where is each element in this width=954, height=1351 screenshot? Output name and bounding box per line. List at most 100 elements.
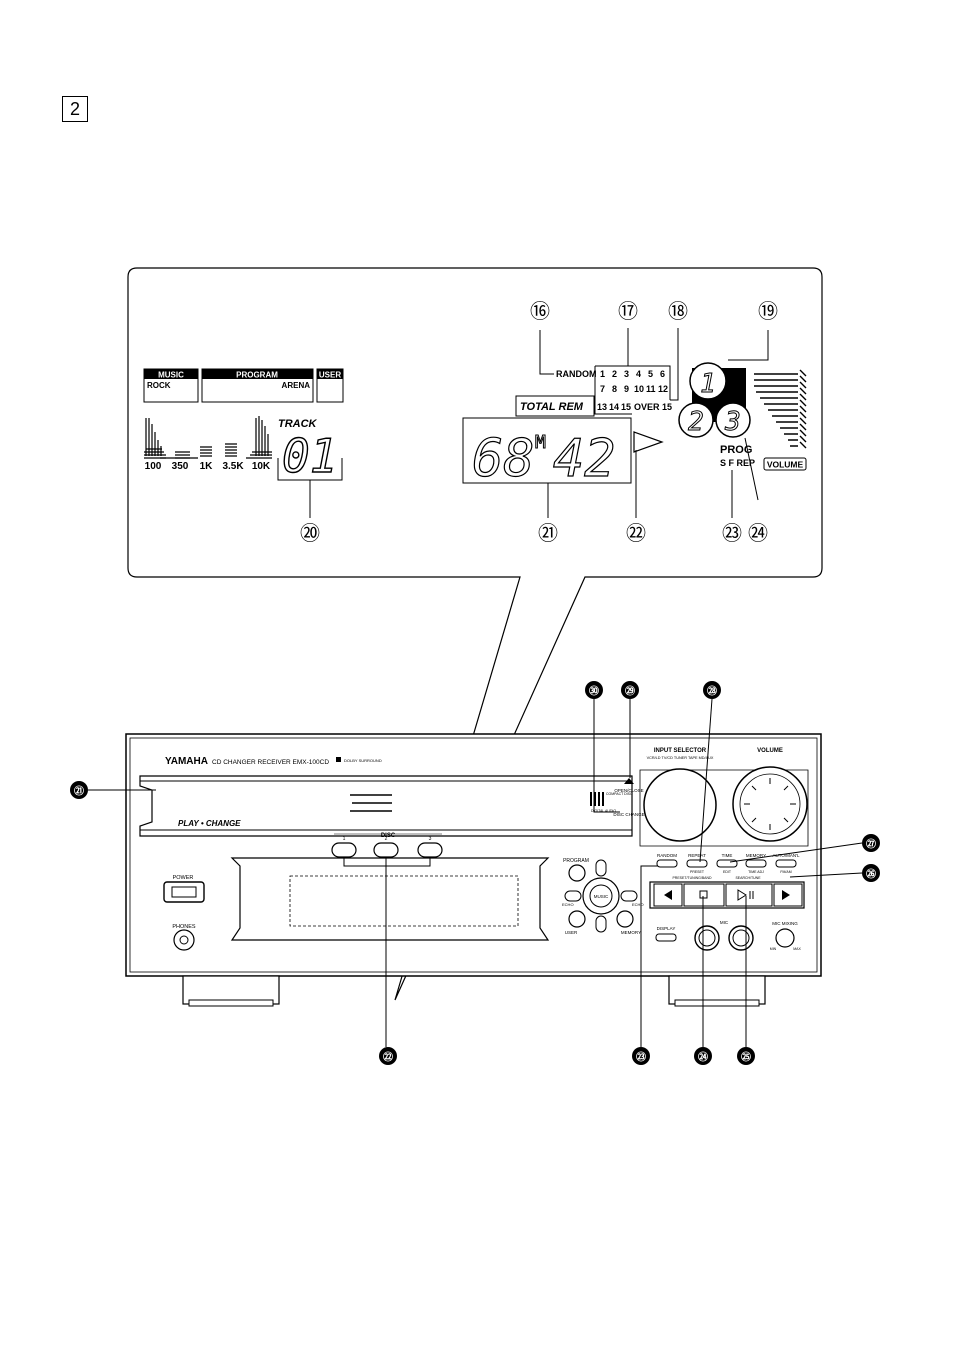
callout-18: ⑱ <box>668 300 688 323</box>
track-grid: 1 2 3 4 5 6 7 8 9 10 11 12 13 14 15 OVER… <box>597 369 672 412</box>
memory-button[interactable] <box>616 910 634 928</box>
auto-manual-button[interactable] <box>775 859 797 868</box>
page-number: 2 <box>62 96 88 122</box>
track-num-1: 1 <box>600 369 605 379</box>
display-button[interactable] <box>655 933 677 942</box>
eq-band-10k: 10K <box>252 461 271 472</box>
track-num-4: 4 <box>636 369 641 379</box>
volume-label: VOLUME <box>767 460 804 470</box>
unit-callouts: ㉑ ㉒ ㉓ ㉔ ㉕ ㉖ ㉗ ㉘ ㉙ ㉚ <box>70 681 880 1065</box>
open-close-label: OPEN/CLOSE <box>614 788 643 793</box>
input-selector-label: INPUT SELECTOR <box>654 748 707 754</box>
svg-text:AUTO/MAN'L: AUTO/MAN'L <box>772 853 800 858</box>
user-button[interactable] <box>568 910 586 928</box>
cd-logo: COMPACT DISC DIGITAL AUDIO <box>590 792 633 813</box>
memory-time-adj-button[interactable] <box>745 859 767 868</box>
power-button[interactable] <box>163 881 205 903</box>
time-digits-2: 42 <box>553 429 616 489</box>
sfrep-label: S F REP <box>720 458 755 468</box>
model-name: CD CHANGER RECEIVER EMX-100CD <box>212 759 329 766</box>
right-button[interactable] <box>620 890 638 902</box>
svg-text:PRESET: PRESET <box>690 870 705 874</box>
disc-3-digit: 3 <box>724 407 741 437</box>
callout-unit-26: ㉖ <box>866 868 876 881</box>
mic-label: MIC <box>720 920 729 925</box>
track-num-6: 6 <box>660 369 665 379</box>
prog-label: PROG <box>720 444 752 456</box>
svg-text:MAX: MAX <box>793 947 801 951</box>
track-num-3: 3 <box>624 369 629 379</box>
track-num-2: 2 <box>612 369 617 379</box>
volume-knob-label: VOLUME <box>757 748 783 754</box>
dolby-badge: DOLBY SURROUND <box>344 758 382 763</box>
svg-text:ECHO: ECHO <box>562 902 574 907</box>
svg-text:MEMORY: MEMORY <box>746 853 766 858</box>
disc-2-button[interactable] <box>373 842 399 858</box>
callout-16: ⑯ <box>530 300 550 323</box>
display-panel: MUSIC ROCK PROGRAM ARENA USER 100 350 1K… <box>127 267 823 1001</box>
disc-3-button[interactable] <box>417 842 443 858</box>
callout-24: ㉔ <box>748 522 768 545</box>
repeat-button[interactable] <box>686 859 708 868</box>
sound-field-group: MUSIC ROCK PROGRAM ARENA USER <box>143 368 344 403</box>
music-label: MUSIC <box>594 894 609 899</box>
callout-17: ⑰ <box>618 300 638 323</box>
callout-19: ⑲ <box>758 300 778 323</box>
disc-label: DISC <box>381 833 396 839</box>
eq-band-3-5k: 3.5K <box>222 461 244 472</box>
svg-text:2: 2 <box>385 836 388 842</box>
callout-unit-21: ㉑ <box>74 785 84 798</box>
eject-icon <box>624 778 634 784</box>
disc-1-button[interactable] <box>331 842 357 858</box>
volume-knob[interactable] <box>732 766 808 842</box>
eq-band-1k: 1K <box>200 461 214 472</box>
mic-mixing-knob[interactable] <box>775 928 795 948</box>
svg-text:1: 1 <box>343 836 346 842</box>
eq-bars <box>144 416 272 459</box>
callout-unit-23: ㉓ <box>636 1051 646 1064</box>
track-num-15: 15 <box>621 402 631 412</box>
cd-tray <box>139 775 633 837</box>
time-digits-1: 68 <box>472 429 535 489</box>
svg-text:SEARCH/TUNE: SEARCH/TUNE <box>735 876 761 880</box>
down-button[interactable] <box>595 915 607 933</box>
power-label: POWER <box>173 875 194 881</box>
random-button[interactable] <box>656 859 678 868</box>
rock-label: ROCK <box>147 381 171 390</box>
program-button-label: PROGRAM <box>563 858 589 864</box>
svg-text:REPEAT: REPEAT <box>688 853 706 858</box>
left-button[interactable] <box>564 890 582 902</box>
svg-text:ECHO: ECHO <box>632 902 644 907</box>
disc-indicator: 1 2 3 <box>678 362 751 438</box>
track-num-14: 14 <box>609 402 619 412</box>
svg-text:TIME ADJ: TIME ADJ <box>748 870 764 874</box>
callout-unit-27: ㉗ <box>866 838 876 851</box>
svg-text:3: 3 <box>429 836 432 842</box>
callout-22: ㉒ <box>626 522 646 545</box>
total-rem-label: TOTAL REM <box>520 401 584 413</box>
phones-jack[interactable] <box>173 929 195 951</box>
display-button-label: DISPLAY <box>657 926 676 931</box>
track-grid-frame <box>594 365 671 415</box>
music-button[interactable] <box>589 884 613 908</box>
arena-label: ARENA <box>282 381 311 390</box>
svg-text:PRESET/TUNING/BAND: PRESET/TUNING/BAND <box>672 876 712 880</box>
tray-grip <box>350 794 392 812</box>
svg-text:MIN: MIN <box>770 947 777 951</box>
svg-text:EDIT: EDIT <box>723 870 732 874</box>
input-selector-knob[interactable] <box>643 768 717 842</box>
eq-band-100: 100 <box>145 461 162 472</box>
play-pause-button[interactable] <box>725 883 773 907</box>
track-num-9: 9 <box>624 384 629 394</box>
tray-logo: PLAY • CHANGE <box>178 819 241 828</box>
program-button[interactable] <box>568 864 586 882</box>
stop-button[interactable] <box>683 883 725 907</box>
track-num-10: 10 <box>634 384 644 394</box>
user-button-label: USER <box>565 930 578 935</box>
foot-right <box>668 975 766 1005</box>
up-button[interactable] <box>595 859 607 877</box>
foot-left <box>182 975 280 1005</box>
input-selector-sub: VCR/LD TV/CD TUNER TAPE MD/AUX <box>647 756 714 760</box>
callout-unit-22: ㉒ <box>383 1051 393 1064</box>
svg-text:FM/AM: FM/AM <box>780 870 791 874</box>
